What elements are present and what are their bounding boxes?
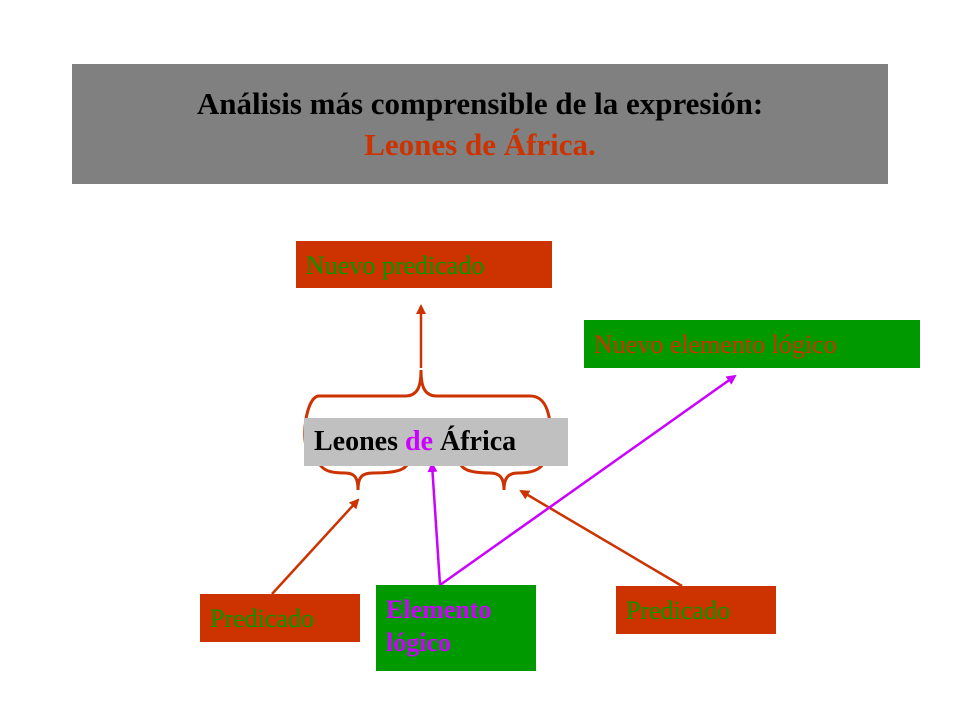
elemento-logico-box: Elemento lógico bbox=[376, 585, 536, 671]
arrow-elemento-to-de bbox=[427, 462, 442, 586]
expr-word-leones: Leones bbox=[314, 426, 398, 457]
predicado-right-box: Predicado bbox=[616, 586, 776, 634]
title-box: Análisis más comprensible de la expresió… bbox=[72, 64, 888, 184]
expr-word-de: de bbox=[405, 426, 433, 457]
elemento-logico-line-1: Elemento bbox=[386, 595, 492, 624]
title-line-2: Leones de África. bbox=[364, 127, 596, 162]
arrow-elemento-to-nuevo bbox=[439, 374, 737, 587]
brace-leones bbox=[312, 427, 412, 491]
brace-africa bbox=[456, 439, 550, 491]
nuevo-predicado-box: Nuevo predicado bbox=[296, 241, 552, 288]
predicado-left-box: Predicado bbox=[200, 594, 360, 642]
arrow-predicado-left bbox=[271, 498, 360, 595]
top-brace bbox=[303, 369, 554, 458]
elemento-logico-line-2: lógico bbox=[386, 628, 451, 657]
expr-word-africa: África bbox=[440, 426, 517, 457]
title-line-1: Análisis más comprensible de la expresió… bbox=[196, 86, 764, 121]
nuevo-elemento-logico-box: Nuevo elemento lógico bbox=[584, 320, 920, 368]
expression-box: Leones de África bbox=[304, 418, 568, 466]
arrow-predicado-right bbox=[519, 489, 683, 588]
